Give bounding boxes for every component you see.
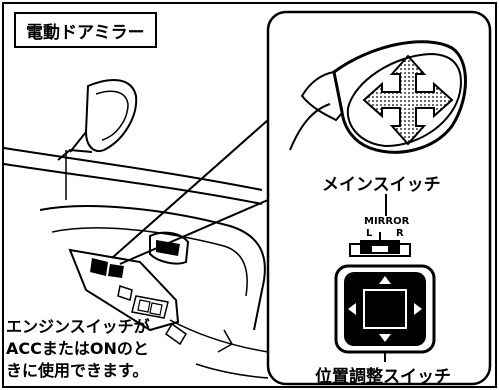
main-switch-label: メインスイッチ — [322, 175, 441, 195]
usage-note: エンジンスイッチが ACCまたはONのと きに使用できます。 — [6, 316, 150, 382]
note-line: きに使用できます。 — [6, 361, 149, 380]
note-line: ACCまたはONのと — [6, 339, 149, 358]
note-line: エンジンスイッチが — [6, 317, 150, 336]
adjust-switch-label: 位置調整スイッチ — [315, 367, 451, 387]
mirror-label: MIRROR — [364, 216, 410, 227]
right-label: R — [396, 228, 404, 239]
left-label: L — [366, 228, 373, 239]
page-title: 電動ドアミラー — [14, 12, 157, 48]
